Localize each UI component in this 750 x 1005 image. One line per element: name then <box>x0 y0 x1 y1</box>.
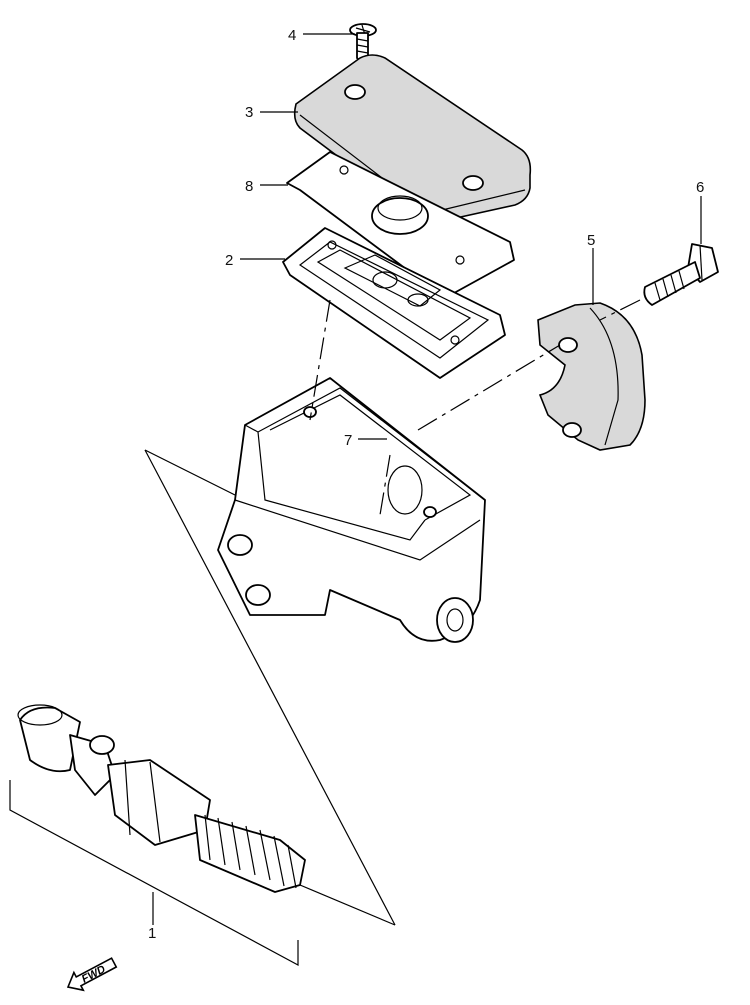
callout-labels: 1 2 3 4 5 6 7 8 <box>148 27 704 942</box>
callout-4: 4 <box>288 27 296 44</box>
part-5-clamp <box>537 302 646 451</box>
part-2-gasket <box>282 227 506 379</box>
callout-7: 7 <box>344 432 352 449</box>
part-8-diaphragm-plate <box>286 151 515 299</box>
part-6-bolt <box>643 243 719 306</box>
part-1-piston-assembly <box>17 704 306 893</box>
callout-leaders <box>152 33 702 925</box>
callout-1: 1 <box>148 925 156 942</box>
callout-3: 3 <box>245 104 253 121</box>
fwd-arrow-icon: FWD <box>66 957 118 992</box>
callout-8: 8 <box>245 178 253 195</box>
fwd-label: FWD <box>80 963 108 985</box>
callout-5: 5 <box>587 232 595 249</box>
callout-6: 6 <box>696 179 704 196</box>
master-cylinder-body <box>217 377 486 643</box>
alignment-lines <box>309 299 641 516</box>
part-4-screw <box>349 23 377 62</box>
reference-lines <box>9 449 396 967</box>
callout-2: 2 <box>225 252 233 269</box>
